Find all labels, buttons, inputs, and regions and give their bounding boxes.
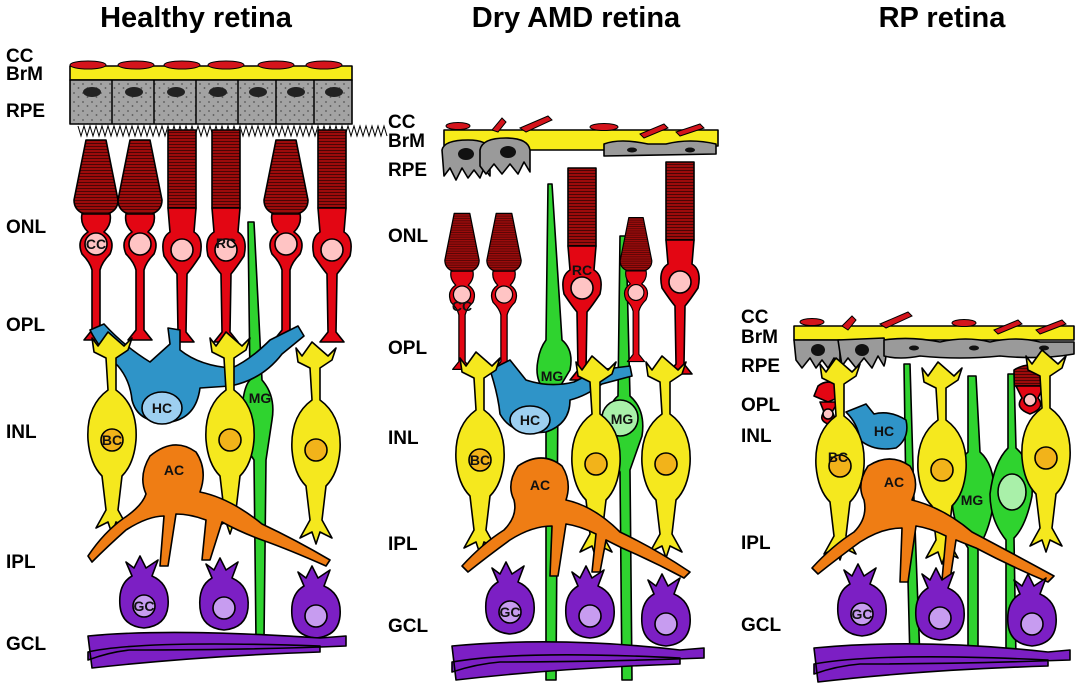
layer-label-opl: OPL <box>741 395 780 416</box>
layer-label-ipl: IPL <box>6 552 36 573</box>
cell-label-muller: MG <box>961 492 984 508</box>
cell-label-horizontal: HC <box>874 423 894 439</box>
photoreceptors <box>73 129 352 343</box>
layer-label-gcl: GCL <box>6 634 47 655</box>
layer-label-onl: ONL <box>388 226 429 247</box>
ganglion-cells <box>836 563 1057 647</box>
cell-label-ganglion: GC <box>852 606 873 622</box>
cell-label-amacrine: AC <box>164 462 184 478</box>
cell-label-amacrine: AC <box>530 477 550 493</box>
bruch-membrane <box>69 65 353 81</box>
cell-label-bipolar: BC <box>828 449 848 465</box>
bruch-membrane <box>793 325 1075 341</box>
layer-label-cc: CC <box>388 112 416 133</box>
layer-label-rpe: RPE <box>6 101 45 122</box>
layer-label-cc: CC <box>741 307 769 328</box>
cell-label-muller: MG <box>541 368 564 384</box>
cell-label-ganglion: GC <box>500 604 521 620</box>
panel-healthy: Healthy retina CC BrM RPE ONL OPL INL IP… <box>6 2 388 669</box>
layer-label-cc: CC <box>6 46 34 67</box>
cell-label-cone: CC <box>452 298 472 314</box>
layer-label-gcl: GCL <box>741 615 782 636</box>
layer-label-opl: OPL <box>388 338 427 359</box>
amacrine-cell <box>811 458 1055 583</box>
layer-label-rpe: RPE <box>388 160 427 181</box>
layer-label-gcl: GCL <box>388 616 429 637</box>
cell-labels-dry-amd: CC RC MG HC MG BC AC GC <box>452 262 633 620</box>
amacrine-cell <box>461 457 691 579</box>
panel-dry-amd: Dry AMD retina CC BrM RPE ONL OPL INL IP… <box>388 2 719 681</box>
cell-label-ganglion: GC <box>134 598 155 614</box>
layer-label-opl: OPL <box>6 315 45 336</box>
layer-label-onl: ONL <box>6 217 47 238</box>
layer-label-rpe: RPE <box>741 356 780 377</box>
cell-labels-healthy: CC RC HC MG BC AC GC <box>86 235 271 614</box>
cell-label-horizontal: HC <box>520 412 540 428</box>
cell-label-bipolar: BC <box>102 432 122 448</box>
ganglion-axons <box>451 641 705 681</box>
cell-label-muller: MG <box>249 390 272 406</box>
cell-label-muller-2: MG <box>611 411 634 427</box>
ganglion-cells <box>118 555 342 639</box>
cell-label-amacrine: AC <box>884 474 904 490</box>
cell-label-bipolar: BC <box>470 452 490 468</box>
ganglion-axons <box>813 643 1071 683</box>
cell-label-horizontal: HC <box>152 400 172 416</box>
rpe-layer <box>441 137 717 181</box>
amacrine-cell <box>87 444 331 567</box>
choriocapillaris <box>69 60 343 70</box>
choriocapillaris <box>799 311 1067 335</box>
cell-label-cone: CC <box>86 236 106 252</box>
cell-labels-rp: HC BC AC MG GC <box>828 423 983 622</box>
horizontal-cell <box>89 323 305 423</box>
cell-label-rod: RC <box>216 235 236 251</box>
panel-title-dry-amd: Dry AMD retina <box>472 2 681 34</box>
layer-label-brm: BrM <box>6 64 43 85</box>
panel-title-rp: RP retina <box>879 2 1007 34</box>
layer-label-brm: BrM <box>741 327 778 348</box>
layer-label-inl: INL <box>388 428 419 449</box>
choriocapillaris <box>445 115 705 139</box>
layer-label-inl: INL <box>6 422 37 443</box>
panel-title-healthy: Healthy retina <box>100 2 293 34</box>
layer-label-ipl: IPL <box>388 534 418 555</box>
panel-rp: RP retina CC BrM RPE OPL INL IPL GCL <box>741 2 1075 683</box>
layer-label-inl: INL <box>741 426 772 447</box>
rpe-layer <box>793 337 1075 369</box>
rpe-layer <box>69 79 388 138</box>
layer-label-brm: BrM <box>388 131 425 152</box>
cell-label-rod: RC <box>572 262 592 278</box>
ganglion-axons <box>87 631 347 669</box>
layer-label-ipl: IPL <box>741 533 771 554</box>
